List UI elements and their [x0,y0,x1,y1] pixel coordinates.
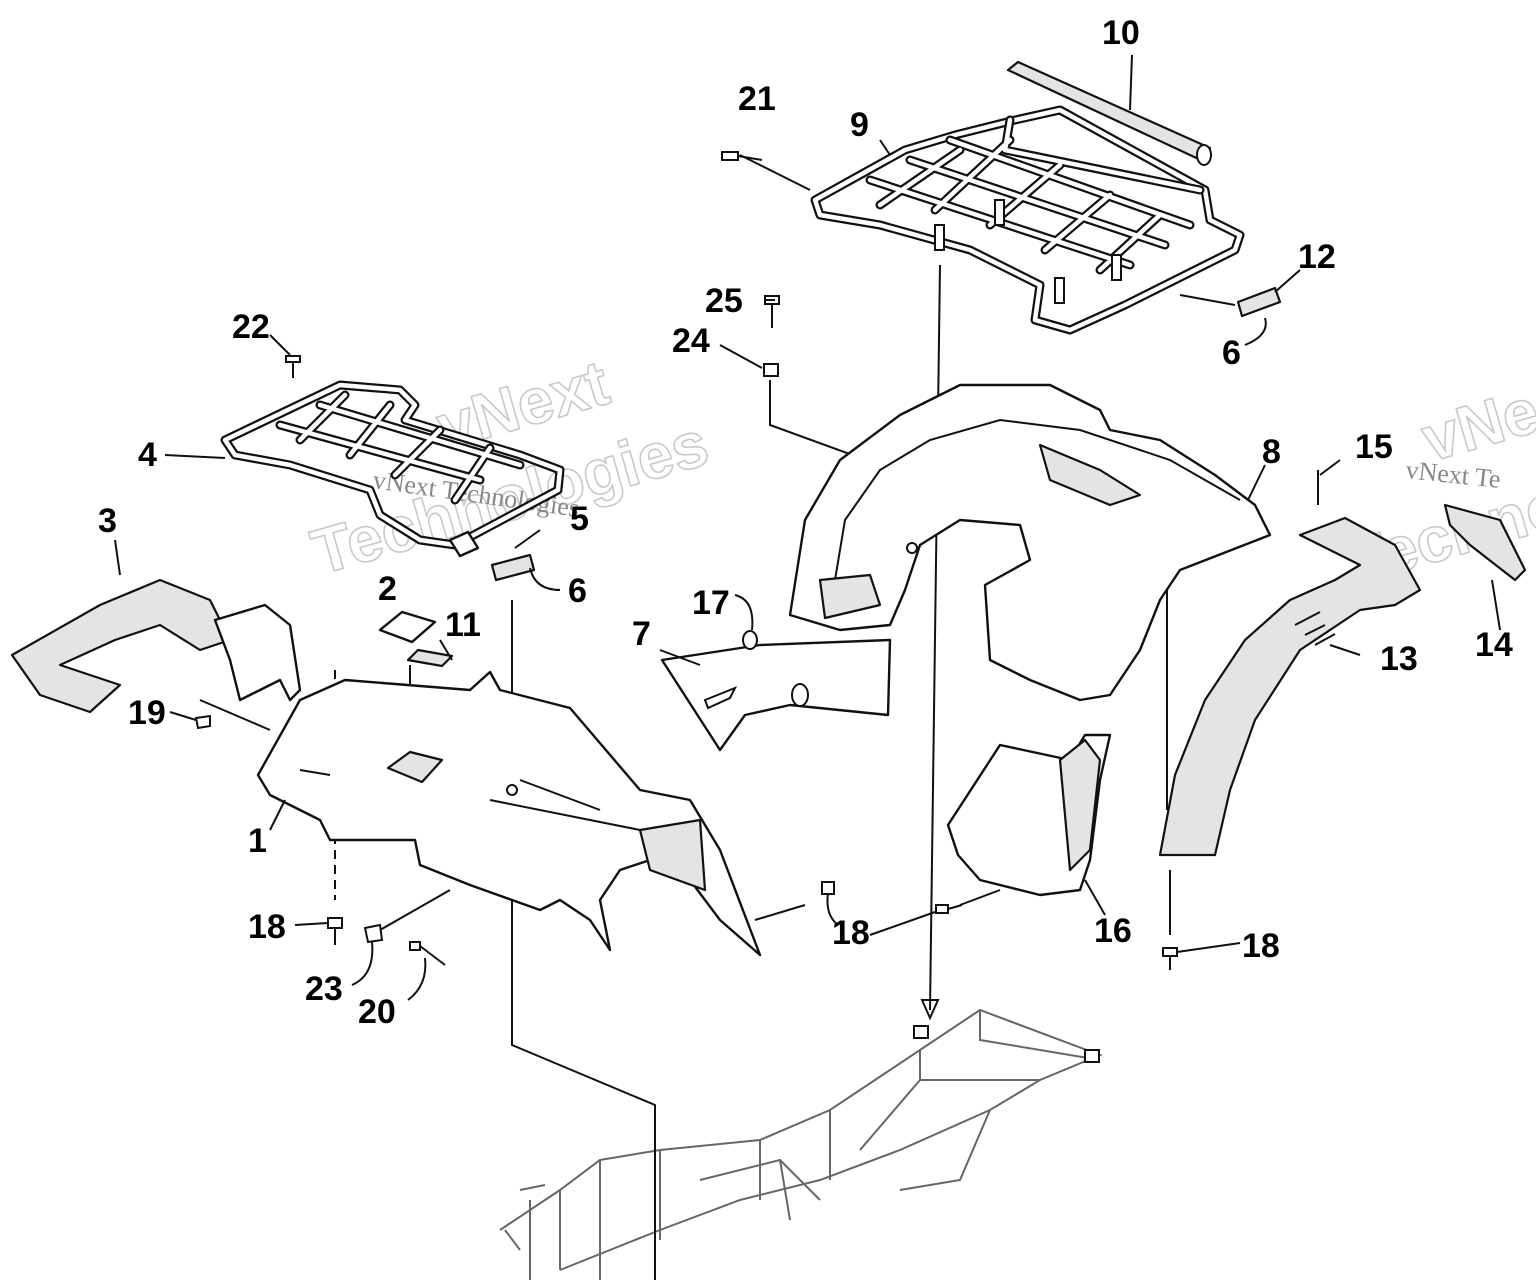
callout-24: 24 [672,322,710,360]
callout-10: 10 [1102,14,1140,52]
part-7-side-panel [660,638,892,752]
callout-25: 25 [705,282,743,320]
callout-18-left: 18 [248,908,286,946]
callout-9: 9 [850,106,869,144]
frame-mount [1084,1049,1100,1063]
part-2-cap [378,610,437,644]
part-13-rear-flare [1158,516,1422,857]
callout-8: 8 [1262,433,1281,471]
callout-22: 22 [232,308,270,346]
vehicle-frame [499,1008,1103,1280]
callout-14: 14 [1475,626,1513,664]
callout-18-middle: 18 [832,914,870,952]
hardware [194,151,1319,970]
callout-2: 2 [378,570,397,608]
callout-4: 4 [138,436,157,474]
callout-5: 5 [570,500,589,538]
part-8-rear-fender [788,383,1272,702]
callout-20: 20 [358,993,396,1031]
callout-12: 12 [1298,238,1336,276]
callout-1: 1 [248,822,267,860]
part-6-bracket-front [490,553,536,582]
frame-mount [913,1025,929,1039]
callout-6-rear: 6 [1222,334,1241,372]
part-10-grab-bar-pad [1006,60,1212,166]
callout-15: 15 [1355,428,1393,466]
callout-18-right: 18 [1242,927,1280,965]
part-12-bracket [1236,286,1282,318]
watermark-right-big1: vNe [1414,374,1536,476]
callout-leaders [114,54,1501,1001]
part-9-rear-rack [810,105,1245,335]
callout-labels: 1 2 3 4 5 6 6 7 8 9 10 11 12 13 14 15 16… [98,14,1513,1031]
callout-21: 21 [738,80,776,118]
part-5-bracket [448,530,480,558]
callout-7: 7 [632,615,651,653]
callout-11: 11 [445,606,481,644]
callout-19: 19 [128,694,166,732]
part-4-front-rack [220,380,565,550]
callout-13: 13 [1380,640,1418,678]
callout-6-front: 6 [568,572,587,610]
part-16-mud-guard [946,733,1112,897]
callout-17: 17 [692,584,730,622]
part-17-grommet [742,630,758,650]
part-11-pad [406,648,454,668]
part-1-front-fender [256,670,762,957]
part-14-side-trim [1443,503,1527,582]
part-3-fender-flare [10,578,302,731]
callout-3: 3 [98,502,117,540]
callout-16: 16 [1094,912,1132,950]
callout-23: 23 [305,970,343,1008]
